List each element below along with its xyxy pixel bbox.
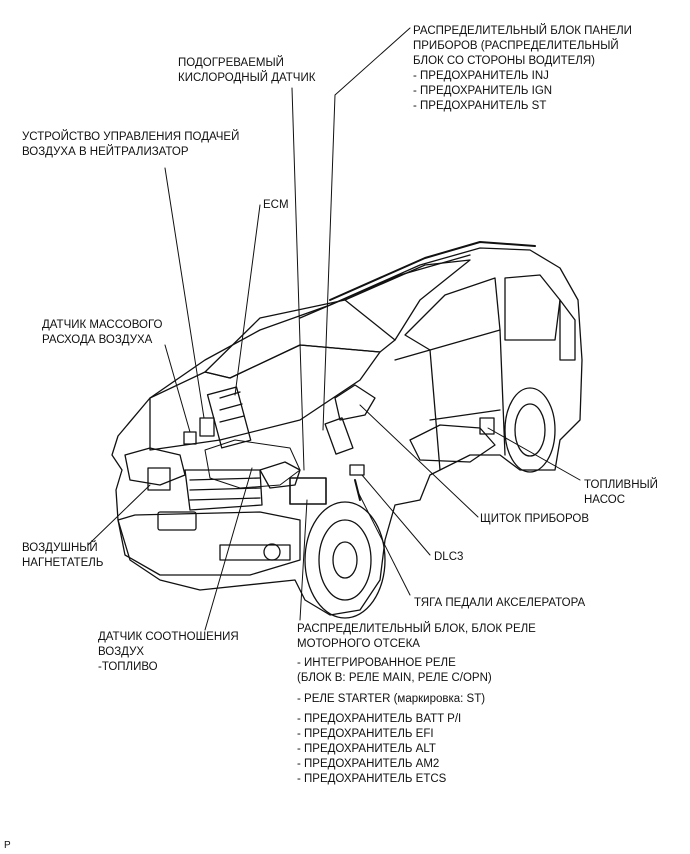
engine-block (204, 439, 301, 489)
fog-lamp (263, 543, 281, 561)
leader-combination-meter (359, 404, 479, 518)
dash-junction-title-2: ПРИБОРОВ (РАСПРЕДЕЛИТЕЛЬНЫЙ (413, 40, 619, 52)
dlc3-connector (349, 464, 365, 476)
leader-dlc3 (361, 474, 431, 556)
engine-junction-title-1: РАСПРЕДЕЛИТЕЛЬНЫЙ БЛОК, БЛОК РЕЛЕ (297, 623, 536, 635)
engine-junction-starter: - РЕЛЕ STARTER (маркировка: ST) (297, 693, 486, 705)
fuel-pump-line-2: НАСОС (584, 494, 626, 506)
dash-junction-item: - ПРЕДОХРАНИТЕЛЬ IGN (413, 85, 553, 97)
license-plate (157, 511, 197, 531)
heated-o2-line-2: КИСЛОРОДНЫЙ ДАТЧИК (178, 72, 316, 84)
leader-af-sensor (204, 467, 253, 631)
roof-rail (329, 241, 536, 301)
leader-accel-link (357, 491, 411, 596)
dash-junction-item: - ПРЕДОХРАНИТЕЛЬ INJ (413, 70, 549, 82)
label-accelerator-link: ТЯГА ПЕДАЛИ АКСЕЛЕРАТОРА (414, 597, 586, 609)
label-air-injection-control: УСТРОЙСТВО УПРАВЛЕНИЯ ПОДАЧЕЙ ВОЗДУХА В … (22, 130, 239, 160)
maf-sensor (183, 431, 197, 445)
leader-maf (164, 344, 191, 433)
grille (184, 469, 263, 511)
side-window (504, 274, 561, 341)
engine-junction-fuse: - ПРЕДОХРАНИТЕЛЬ EFI (297, 728, 434, 740)
label-heated-o2-sensor: ПОДОГРЕВАЕМЫЙ КИСЛОРОДНЫЙ ДАТЧИК (178, 56, 315, 86)
engine-junction-title-2: МОТОРНОГО ОТСЕКА (297, 638, 420, 650)
leader-fuel-pump (487, 427, 581, 481)
air-pump-line-1: ВОЗДУШНЫЙ (22, 542, 98, 554)
heated-o2-line-1: ПОДОГРЕВАЕМЫЙ (178, 57, 284, 69)
engine-junction-fuse: - ПРЕДОХРАНИТЕЛЬ BATT P/I (297, 713, 462, 725)
engine-junction-fuse: - ПРЕДОХРАНИТЕЛЬ ALT (297, 743, 436, 755)
leader-air-pump (87, 484, 151, 546)
air-injection-valve (199, 417, 215, 437)
leader-engine-junction (299, 499, 308, 621)
label-combination-meter: ЩИТОК ПРИБОРОВ (480, 513, 589, 525)
headlight (124, 447, 186, 486)
label-ecm: ECM (263, 199, 289, 211)
engine-junction-relay: (БЛОК В: РЕЛЕ MAIN, РЕЛЕ C/OPN) (297, 672, 492, 684)
maf-line-1: ДАТЧИК МАССОВОГО (42, 319, 163, 331)
air-pump-unit (147, 467, 171, 491)
bumper (117, 511, 301, 576)
dash-junction-title-1: РАСПРЕДЕЛИТЕЛЬНЫЙ БЛОК ПАНЕЛИ (413, 25, 632, 37)
dash-junction-title-3: БЛОК СО СТОРОНЫ ВОДИТЕЛЯ) (413, 55, 595, 67)
label-maf-sensor: ДАТЧИК МАССОВОГО РАСХОДА ВОЗДУХА (42, 318, 162, 348)
engine-junction-block (289, 477, 327, 505)
af-sensor-line-1: ДАТЧИК СООТНОШЕНИЯ (98, 631, 239, 643)
label-dash-junction-block: РАСПРЕДЕЛИТЕЛЬНЫЙ БЛОК ПАНЕЛИ ПРИБОРОВ (… (413, 24, 632, 114)
instrument-panel (334, 384, 376, 421)
label-engine-junction-block: РАСПРЕДЕЛИТЕЛЬНЫЙ БЛОК, БЛОК РЕЛЕ МОТОРН… (297, 622, 536, 787)
label-dlc3: DLC3 (434, 551, 464, 563)
fuel-pump-line-1: ТОПЛИВНЫЙ (584, 479, 658, 491)
af-sensor-line-2: ВОЗДУХ (98, 646, 145, 658)
rear-wheel (504, 387, 556, 473)
fuel-tank (409, 424, 496, 463)
front-wheel (304, 501, 386, 619)
corner-mark: P (4, 840, 11, 851)
roof-rail (299, 254, 471, 319)
af-sensor-line-3: -ТОПЛИВО (98, 661, 158, 673)
leader-heated-o2 (291, 87, 305, 471)
fuel-pump-unit (479, 417, 495, 435)
air-injection-line-1: УСТРОЙСТВО УПРАВЛЕНИЯ ПОДАЧЕЙ (22, 131, 240, 143)
maf-line-2: РАСХОДА ВОЗДУХА (42, 334, 153, 346)
leader-ecm (234, 204, 261, 396)
label-af-sensor: ДАТЧИК СООТНОШЕНИЯ ВОЗДУХ -ТОПЛИВО (98, 630, 239, 675)
leader-dash-junction (322, 27, 411, 431)
side-window (404, 277, 501, 351)
label-air-pump: ВОЗДУШНЫЙ НАГНЕТАТЕЛЬ (22, 541, 103, 571)
hood (149, 344, 381, 451)
vehicle-body-outline (111, 247, 583, 616)
leader-air-injection (164, 167, 205, 419)
engine-junction-fuse: - ПРЕДОХРАНИТЕЛЬ ETCS (297, 773, 447, 785)
dash-junction-item: - ПРЕДОХРАНИТЕЛЬ ST (413, 100, 547, 112)
air-pump-line-2: НАГНЕТАТЕЛЬ (22, 557, 104, 569)
label-fuel-pump: ТОПЛИВНЫЙ НАСОС (584, 478, 658, 508)
air-injection-line-2: ВОЗДУХА В НЕЙТРАЛИЗАТОР (22, 146, 189, 158)
engine-junction-fuse: - ПРЕДОХРАНИТЕЛЬ AM2 (297, 758, 440, 770)
dash-junction-block (324, 417, 354, 455)
engine-junction-relay: - ИНТЕГРИРОВАННОЕ РЕЛЕ (297, 657, 456, 669)
